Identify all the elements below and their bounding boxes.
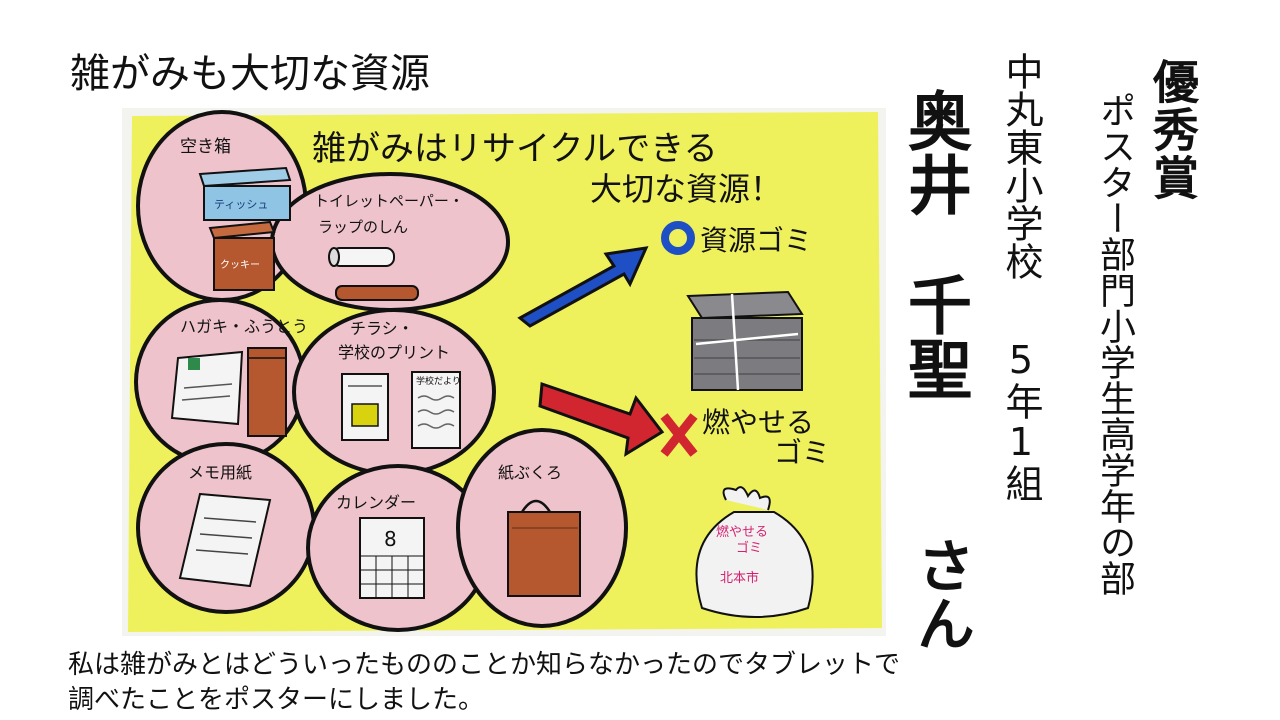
- grade-class: 5年1組: [999, 338, 1043, 502]
- label-toilet-paper: トイレットペーパー・: [314, 192, 464, 210]
- poster-headline-1: 雑がみはリサイクルできる: [312, 129, 718, 169]
- tissue-box-icon: ティッシュ: [198, 166, 292, 221]
- student-given-name: 千聖: [897, 272, 971, 400]
- label-wrap-core: ラップのしん: [318, 218, 408, 236]
- label-calendar: カレンダー: [336, 493, 416, 512]
- award-category: ポスター部門小学生高学年の部: [1094, 92, 1135, 596]
- student-family-name: 奥井: [897, 88, 971, 216]
- resource-label: 資源ゴミ: [700, 224, 812, 257]
- memo-pad-icon: [178, 492, 272, 588]
- svg-text:ティッシュ: ティッシュ: [214, 198, 268, 211]
- label-flyer: チラシ・: [350, 319, 414, 338]
- burnable-cross-icon: [660, 413, 698, 457]
- flyer-icon: [341, 373, 389, 441]
- poster-image: 雑がみはリサイクルできる 大切な資源！ 空き箱 ティッシュ クッキー トイレット…: [122, 108, 886, 636]
- svg-text:クッキー: クッキー: [220, 259, 260, 271]
- envelope-icon: [247, 347, 287, 437]
- burnable-label-line1: 燃やせる: [702, 406, 814, 439]
- svg-text:ゴミ: ゴミ: [736, 540, 762, 556]
- school-notice-icon: 学校だより: [411, 371, 461, 449]
- svg-text:北本市: 北本市: [720, 570, 759, 586]
- paper-bag-icon: [507, 499, 581, 597]
- calendar-icon: 8: [359, 517, 425, 599]
- award-title: 優秀賞: [1146, 58, 1200, 202]
- caption-text: 私は雑がみとはどういったもののことか知らなかったのでタブレットで調べたことをポス…: [68, 650, 901, 715]
- poster-headline-2: 大切な資源！: [590, 170, 782, 208]
- label-empty-box: 空き箱: [180, 137, 231, 157]
- label-postcard: ハガキ・ふうとう: [180, 317, 308, 336]
- svg-text:学校だより: 学校だより: [416, 375, 461, 387]
- resource-circle-icon: [661, 221, 695, 255]
- svg-text:燃やせる: 燃やせる: [716, 524, 768, 540]
- svg-text:8: 8: [384, 527, 397, 551]
- paper-core-icon: [328, 247, 419, 301]
- school-name: 中丸東小学校: [999, 52, 1043, 280]
- burnable-label-line2: ゴミ: [774, 436, 830, 469]
- honorific: さん: [907, 536, 975, 652]
- label-memo: メモ用紙: [188, 463, 252, 482]
- student-name: 奥井千聖: [897, 88, 971, 400]
- arrow-to-resource-icon: [517, 246, 649, 328]
- postcard-icon: [170, 350, 244, 426]
- label-school-print: 学校のプリント: [338, 343, 450, 362]
- garbage-bag-icon: 燃やせる ゴミ 北本市: [695, 486, 814, 618]
- slide-title: 雑がみも大切な資源: [70, 51, 430, 97]
- arrow-to-burnable-icon: [538, 381, 665, 457]
- cookie-box-icon: クッキー: [208, 220, 276, 291]
- label-paper-bag: 紙ぶくろ: [498, 463, 562, 482]
- paper-bundle-icon: [686, 290, 804, 391]
